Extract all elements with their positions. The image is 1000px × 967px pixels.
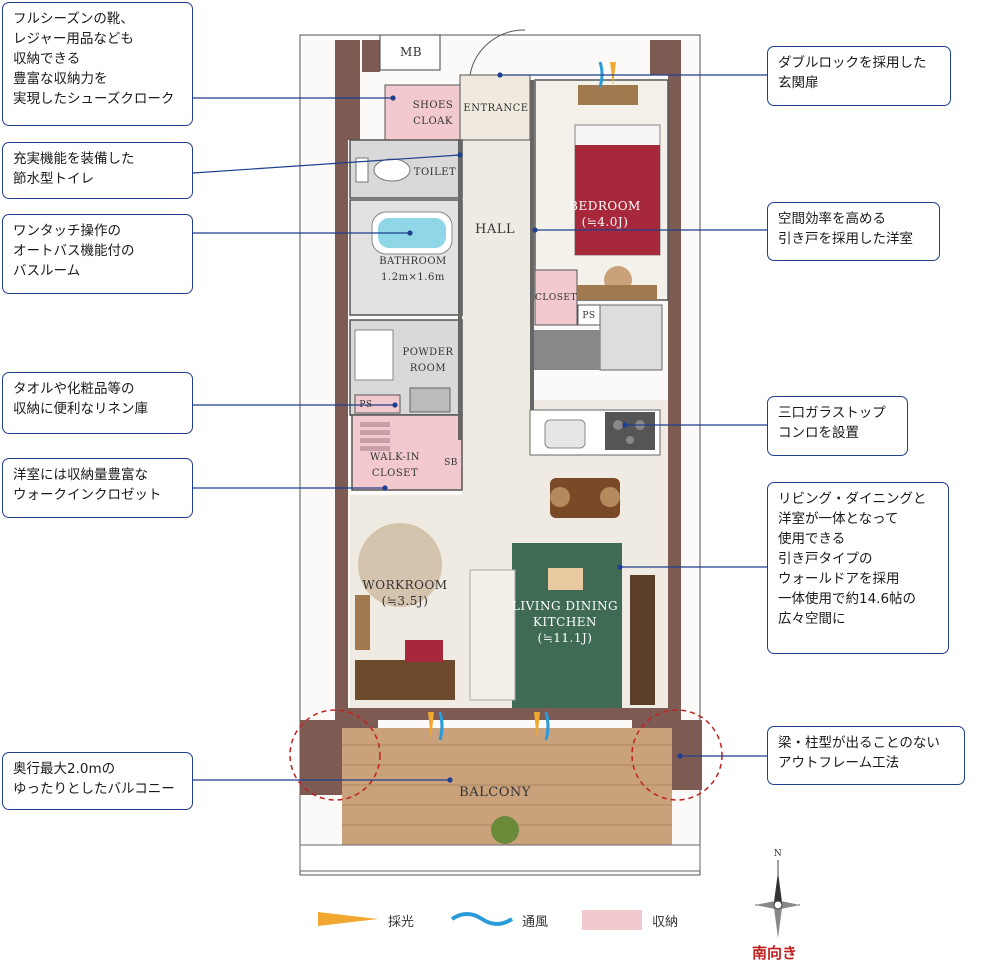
tv-board (630, 575, 655, 705)
light-arrow-2 (534, 712, 540, 740)
callout-sliding-door: 空間効率を高める 引き戸を採用した洋室 (767, 202, 940, 261)
burner-1 (613, 420, 623, 430)
callout-outframe: 梁・柱型が出ることのない アウトフレーム工法 (767, 726, 965, 785)
compass-rose-icon (755, 860, 800, 938)
walk-in-closet-area (351, 414, 463, 491)
callout-shoes-cloak: フルシーズンの靴、 レジャー用品なども 収納できる 豊富な収納力を 実現したシュ… (2, 2, 193, 126)
fridge-area (599, 304, 663, 371)
interior-wall-hall-right (530, 80, 534, 410)
callout-linen: タオルや化粧品等の 収納に便利なリネン庫 (2, 372, 193, 434)
toilet-tank (355, 157, 369, 183)
top-left-wall (348, 40, 360, 140)
kitchen-back-counter (530, 330, 600, 370)
workroom-shelf (355, 595, 370, 650)
ps-left-label: PS (359, 400, 373, 410)
bed-cover (575, 145, 660, 255)
wind-arrow-1 (438, 711, 444, 741)
wind-arrow-top (598, 61, 604, 88)
mb-room (379, 34, 441, 71)
legend-storage-label: 収納 (652, 915, 679, 930)
top-left-column (362, 40, 380, 72)
callout-wall-door: リビング・ダイニングと 洋室が一体となって 使用できる 引き戸タイプの ウォール… (767, 482, 949, 654)
bathroom-label: BATHROOM 1.2m×1.6m (379, 256, 447, 283)
left-outer-wall (335, 40, 348, 720)
top-right-column (650, 40, 681, 75)
leader-lines (192, 72, 767, 783)
dashed-circle-left (289, 709, 381, 801)
vanity (354, 329, 394, 381)
bottom-wall (348, 708, 668, 720)
burner-3 (626, 436, 634, 444)
dining-table (550, 478, 620, 518)
legend-wind-swatch (450, 912, 514, 926)
legend-wind-label: 通風 (522, 915, 549, 930)
entrance-door-swing (469, 29, 526, 76)
mb-label: MB (399, 45, 423, 59)
ldk-label: LIVING DINING KITCHEN (≒11.1J) (511, 599, 619, 645)
bedroom-shelf (577, 285, 657, 300)
legend-light-swatch (318, 912, 378, 926)
callout-toilet: 充実機能を装備した 節水型トイレ (2, 142, 193, 199)
workroom-desk (355, 660, 455, 700)
light-arrow-top (610, 62, 616, 85)
legend-light-label: 採光 (388, 915, 415, 930)
closet-clothes (360, 422, 390, 451)
balcony-plants (491, 816, 519, 844)
shoes-cloak-label: SHOES CLOAK (412, 100, 454, 127)
workroom-chair (405, 640, 443, 662)
bedroom-desk (578, 85, 638, 105)
workroom-label: WORKROOM (≒3.5J) (362, 578, 448, 608)
toilet-label: TOILET (413, 167, 457, 178)
callout-walk-in: 洋室には収納量豊富な ウォークインクロゼット (2, 458, 193, 518)
balcony-label: BALCONY (459, 785, 531, 800)
sb-label: SB (444, 458, 458, 468)
dining-chair-1 (550, 487, 570, 507)
washing-machine (409, 387, 451, 413)
legend-storage-swatch (582, 910, 642, 930)
entrance-area (459, 74, 531, 141)
ps-top-label: PS (582, 311, 596, 321)
callout-stove: 三口ガラストップ コンロを設置 (767, 396, 908, 456)
sofa (469, 569, 516, 701)
coffee-table (548, 568, 583, 590)
powder-room-label: POWDER ROOM (402, 347, 454, 374)
right-outer-wall (668, 40, 681, 720)
hall-label: HALL (475, 222, 515, 237)
callout-bathroom: ワンタッチ操作の オートバス機能付の バスルーム (2, 214, 193, 294)
dashed-circle-right (631, 709, 723, 801)
bedroom-label: BEDROOM (≒4.0J) (569, 199, 641, 229)
toilet-bowl (373, 158, 411, 182)
kitchen-sink (544, 419, 586, 449)
dining-chair-2 (600, 487, 620, 507)
compass-north-label: N (773, 849, 783, 859)
callout-balcony: 奥行最大2.0mの ゆったりとしたバルコニー (2, 752, 193, 810)
callout-double-lock: ダブルロックを採用した 玄関扉 (767, 46, 951, 106)
walk-in-closet-label: WALK-IN CLOSET (370, 452, 420, 479)
entrance-label: ENTRANCE (463, 103, 529, 114)
balcony-railing (299, 844, 701, 872)
interior-wall-hall-left (458, 140, 462, 440)
orientation-label: 南向き (752, 944, 798, 962)
shoes-cloak-area (384, 84, 461, 141)
workroom-rug (358, 523, 442, 607)
linen-storage (354, 394, 401, 414)
closet-label: CLOSET (535, 293, 577, 303)
stove-top (605, 412, 655, 450)
bedroom-closet (534, 269, 578, 326)
light-arrow-1 (428, 712, 434, 740)
wind-arrow-2 (544, 711, 550, 741)
